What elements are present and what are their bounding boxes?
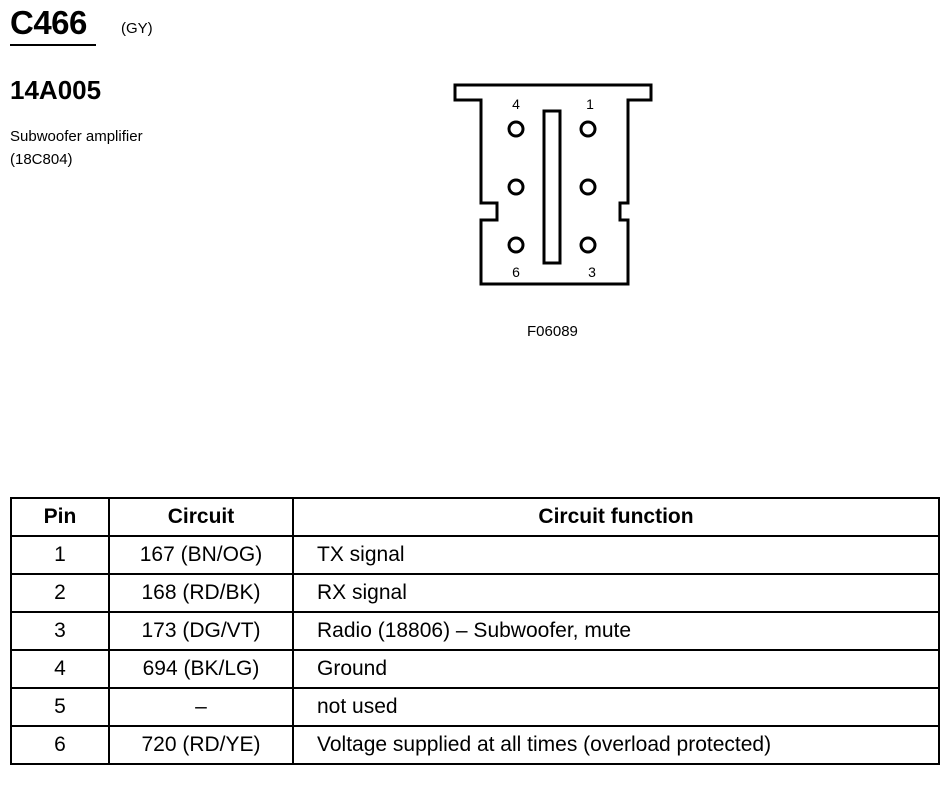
cell-circuit: 720 (RD/YE) xyxy=(108,725,294,765)
component-description: Subwoofer amplifier xyxy=(10,128,143,145)
cell-circuit: 694 (BK/LG) xyxy=(108,649,294,689)
cell-circuit: 167 (BN/OG) xyxy=(108,535,294,575)
cell-circuit: 173 (DG/VT) xyxy=(108,611,294,651)
header-circuit: Circuit xyxy=(108,497,294,537)
table-header-row: Pin Circuit Circuit function xyxy=(10,497,940,537)
pin-label-3: 3 xyxy=(588,264,596,280)
connector-id-underline xyxy=(10,44,96,46)
connector-center-key xyxy=(542,109,562,265)
cell-function: Voltage supplied at all times (overload … xyxy=(292,725,940,765)
figure-code: F06089 xyxy=(527,323,578,340)
pin-6-terminal xyxy=(507,236,525,254)
table-row: 2 168 (RD/BK) RX signal xyxy=(10,573,940,613)
part-number: 14A005 xyxy=(10,75,102,105)
table-row: 1 167 (BN/OG) TX signal xyxy=(10,535,940,575)
table-row: 6 720 (RD/YE) Voltage supplied at all ti… xyxy=(10,725,940,765)
cell-pin: 3 xyxy=(10,611,110,651)
cell-function: Ground xyxy=(292,649,940,689)
pin-5-terminal xyxy=(507,178,525,196)
connector-color: (GY) xyxy=(121,20,153,37)
pin-2-terminal xyxy=(579,178,597,196)
cell-circuit: 168 (RD/BK) xyxy=(108,573,294,613)
cell-pin: 1 xyxy=(10,535,110,575)
table-row: 5 – not used xyxy=(10,687,940,727)
pin-label-6: 6 xyxy=(512,264,520,280)
cell-function: not used xyxy=(292,687,940,727)
cell-function: RX signal xyxy=(292,573,940,613)
cell-function: TX signal xyxy=(292,535,940,575)
cell-function: Radio (18806) – Subwoofer, mute xyxy=(292,611,940,651)
component-code: (18C804) xyxy=(10,151,73,168)
pin-label-1: 1 xyxy=(586,96,594,112)
cell-pin: 6 xyxy=(10,725,110,765)
cell-pin: 4 xyxy=(10,649,110,689)
pin-label-4: 4 xyxy=(512,96,520,112)
connector-outline xyxy=(453,83,653,286)
connector-id: C466 xyxy=(10,4,87,41)
header-pin: Pin xyxy=(10,497,110,537)
cell-pin: 5 xyxy=(10,687,110,727)
pinout-table: Pin Circuit Circuit function 1 167 (BN/O… xyxy=(10,497,940,765)
pin-1-terminal xyxy=(579,120,597,138)
table-row: 3 173 (DG/VT) Radio (18806) – Subwoofer,… xyxy=(10,611,940,651)
pin-3-terminal xyxy=(579,236,597,254)
cell-pin: 2 xyxy=(10,573,110,613)
pin-4-terminal xyxy=(507,120,525,138)
table-row: 4 694 (BK/LG) Ground xyxy=(10,649,940,689)
cell-circuit: – xyxy=(108,687,294,727)
connector-face-diagram: 4 1 6 3 xyxy=(453,83,653,286)
header-circuit-function: Circuit function xyxy=(292,497,940,537)
